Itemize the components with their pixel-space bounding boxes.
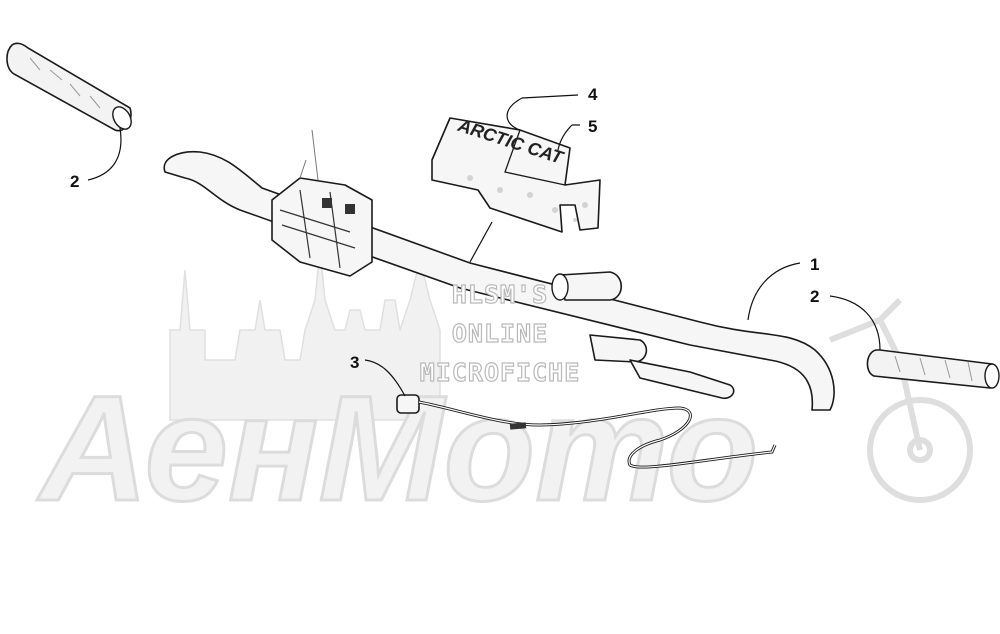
watermark-line-3: MICROFICHE bbox=[420, 358, 581, 387]
handlebar-pad: ARCTIC CAT bbox=[431, 115, 601, 233]
left-switch-housing bbox=[271, 129, 373, 277]
leader-lines bbox=[87, 94, 881, 397]
watermark-skyline bbox=[169, 249, 441, 421]
callout-1: 1 bbox=[810, 255, 819, 274]
watermark-motorcycle bbox=[828, 297, 973, 503]
watermark-brand: АенМото bbox=[36, 364, 758, 532]
callout-5: 5 bbox=[588, 117, 597, 136]
right-grip bbox=[866, 349, 1000, 389]
throttle-cable bbox=[396, 394, 777, 469]
callout-2-right: 2 bbox=[810, 287, 819, 306]
callout-3: 3 bbox=[350, 353, 359, 372]
callout-4: 4 bbox=[588, 85, 598, 104]
watermark-line-1: HLSM'S bbox=[452, 280, 548, 309]
callout-2-left: 2 bbox=[70, 172, 79, 191]
left-grip bbox=[6, 42, 132, 132]
brake-master-cylinder bbox=[551, 271, 735, 400]
watermark-line-2: ONLINE bbox=[452, 319, 548, 348]
